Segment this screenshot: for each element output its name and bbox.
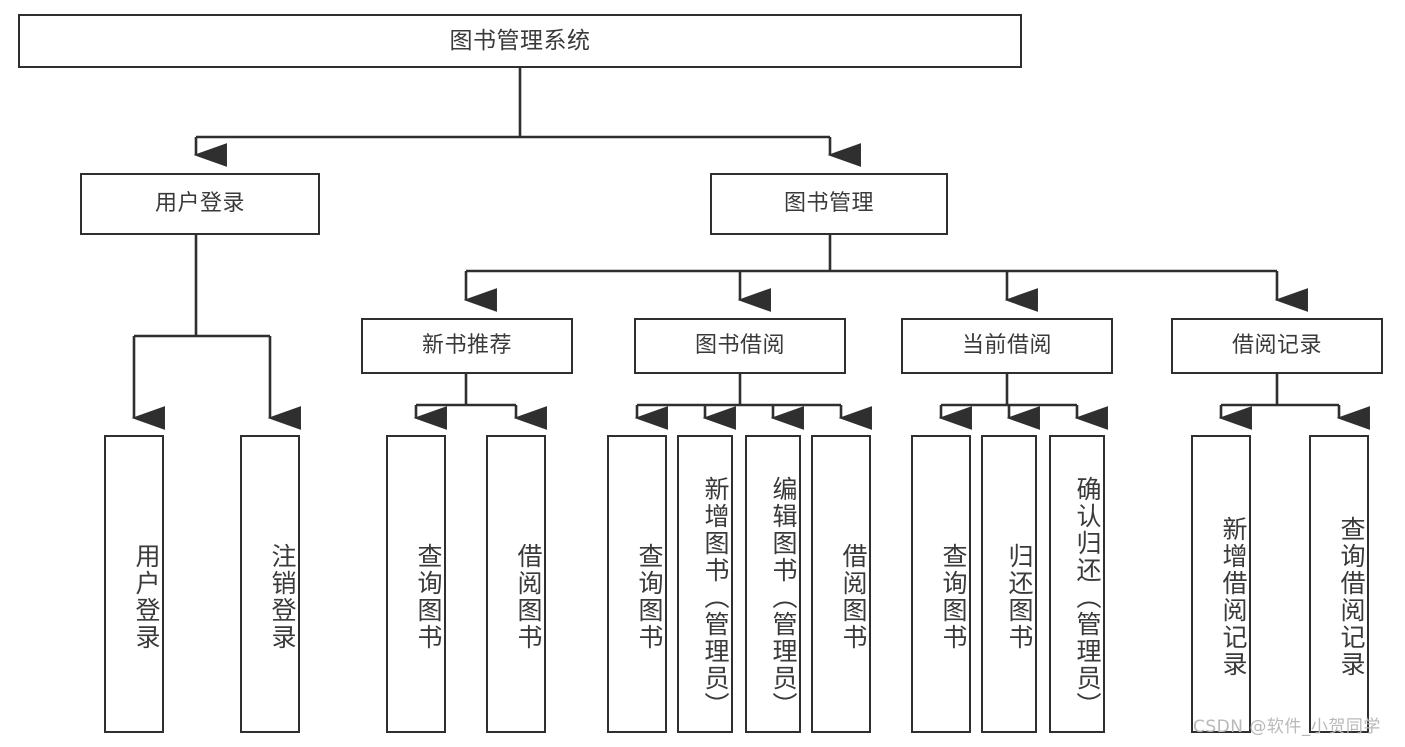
node-current-borrowing[interactable]: 当前借阅: [901, 318, 1113, 374]
node-user-login[interactable]: 用户登录: [80, 173, 320, 235]
node-label: 查询图书: [635, 543, 664, 651]
node-label: 借阅图书: [839, 543, 868, 651]
node-label: 当前借阅: [961, 333, 1052, 359]
node-label: 编辑图书（管理员）: [769, 475, 798, 719]
leaf-borrow-edit-book-admin[interactable]: 编辑图书（管理员）: [745, 435, 801, 733]
leaf-recommend-borrow-book[interactable]: 借阅图书: [486, 435, 546, 733]
node-root-book-management-system[interactable]: 图书管理系统: [18, 14, 1022, 68]
node-label: 新增图书（管理员）: [701, 475, 730, 719]
node-borrowing-records[interactable]: 借阅记录: [1171, 318, 1383, 374]
node-label: 查询借阅记录: [1337, 516, 1366, 678]
leaf-borrow-add-book-admin[interactable]: 新增图书（管理员）: [677, 435, 733, 733]
node-label: 归还图书: [1005, 543, 1034, 651]
node-label: 查询图书: [414, 543, 443, 651]
leaf-current-query-book[interactable]: 查询图书: [911, 435, 971, 733]
node-label: 新增借阅记录: [1219, 516, 1248, 678]
node-label: 查询图书: [939, 543, 968, 651]
node-book-management[interactable]: 图书管理: [710, 173, 948, 235]
node-new-book-recommendation[interactable]: 新书推荐: [361, 318, 573, 374]
node-book-borrowing[interactable]: 图书借阅: [634, 318, 846, 374]
node-label: 图书管理: [783, 191, 874, 217]
node-label: 图书管理系统: [449, 27, 591, 54]
leaf-recommend-query-book[interactable]: 查询图书: [386, 435, 446, 733]
leaf-user-logout[interactable]: 注销登录: [240, 435, 300, 733]
leaf-borrow-borrow-book[interactable]: 借阅图书: [811, 435, 871, 733]
csdn-watermark: CSDN @软件_小贺同学: [1193, 717, 1381, 737]
node-label: 确认归还（管理员）: [1073, 475, 1102, 719]
node-label: 新书推荐: [421, 333, 512, 359]
node-label: 用户登录: [154, 191, 245, 217]
leaf-borrow-query-book[interactable]: 查询图书: [607, 435, 667, 733]
leaf-current-return-book[interactable]: 归还图书: [981, 435, 1037, 733]
leaf-record-query-borrow-record[interactable]: 查询借阅记录: [1309, 435, 1369, 733]
leaf-record-add-borrow-record[interactable]: 新增借阅记录: [1191, 435, 1251, 733]
node-label: 借阅记录: [1231, 333, 1322, 359]
node-label: 借阅图书: [514, 543, 543, 651]
node-label: 用户登录: [132, 543, 161, 651]
leaf-current-confirm-return-admin[interactable]: 确认归还（管理员）: [1049, 435, 1105, 733]
node-label: 注销登录: [268, 543, 297, 651]
leaf-user-login[interactable]: 用户登录: [104, 435, 164, 733]
node-label: 图书借阅: [694, 333, 785, 359]
